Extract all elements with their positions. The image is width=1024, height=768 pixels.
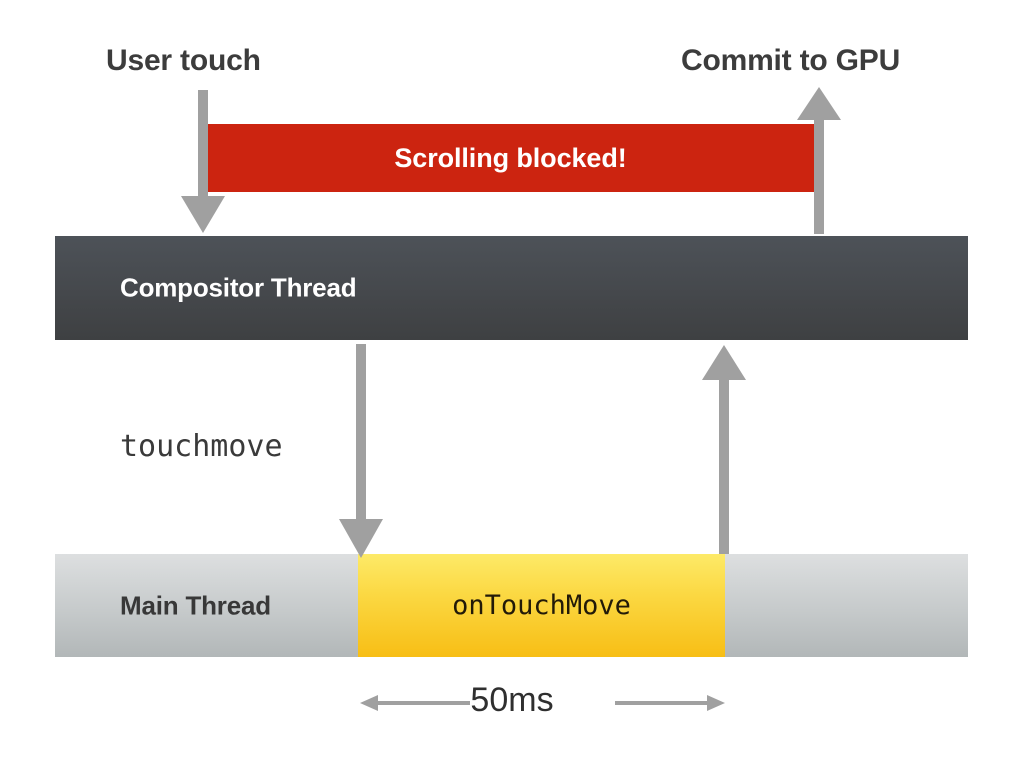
touchmove-event-label: touchmove bbox=[120, 429, 283, 464]
main-thread-return-up-arrow bbox=[702, 345, 746, 554]
user-touch-label: User touch bbox=[106, 44, 261, 77]
main-thread-lane: Main Thread onTouchMove bbox=[55, 554, 968, 657]
compositor-thread-lane: Compositor Thread bbox=[55, 236, 968, 340]
ontouchmove-task-block: onTouchMove bbox=[358, 554, 725, 657]
ontouchmove-label: onTouchMove bbox=[452, 590, 631, 621]
scrolling-blocked-bar: Scrolling blocked! bbox=[204, 124, 817, 192]
scrolling-blocked-label: Scrolling blocked! bbox=[394, 142, 627, 173]
duration-label: 50ms bbox=[470, 681, 554, 719]
duration-measure-arrow bbox=[360, 695, 725, 711]
duration-label-wrap: 50ms bbox=[0, 681, 1024, 720]
main-thread-label: Main Thread bbox=[120, 590, 271, 620]
commit-to-gpu-label: Commit to GPU bbox=[681, 44, 901, 77]
compositor-thread-label: Compositor Thread bbox=[120, 272, 357, 303]
touchmove-dispatch-down-arrow bbox=[339, 344, 383, 558]
